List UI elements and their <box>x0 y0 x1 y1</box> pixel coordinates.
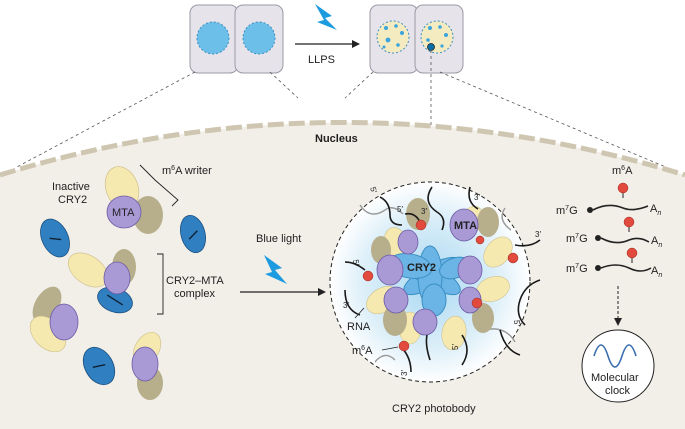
rna-label-leader <box>354 307 365 319</box>
svg-text:3′: 3′ <box>343 301 349 310</box>
svg-text:3′: 3′ <box>535 230 541 239</box>
cry2-mta-complex-middle <box>67 249 136 314</box>
lightning-icon-middle <box>264 255 287 284</box>
zoom-guides <box>14 50 669 185</box>
oscillation-wave-icon <box>593 344 637 368</box>
photobody-strand-ends: 5′ 5′ 3′ 3′ 3′ 5′ 3′ 5′ 5′ 3′ <box>343 186 541 376</box>
svg-text:3′: 3′ <box>421 207 427 216</box>
photobody-m6a-marks <box>362 219 519 352</box>
inactive-cry2-molecules <box>40 214 206 386</box>
svg-text:3′: 3′ <box>400 370 409 376</box>
svg-text:3′: 3′ <box>474 193 480 202</box>
lightning-icon-top <box>315 4 337 30</box>
m6a-label-leader <box>381 346 399 351</box>
right-m6a-label: m6A <box>612 165 633 177</box>
nucleus-title: Nucleus <box>315 133 358 145</box>
svg-text:m7G: m7G <box>556 205 578 217</box>
complex-label: CRY2–MTA complex <box>166 275 226 300</box>
blue-light-label: Blue light <box>256 233 301 245</box>
svg-text:5′: 5′ <box>368 186 379 195</box>
svg-text:m7G: m7G <box>566 233 588 245</box>
svg-text:m7G: m7G <box>566 263 588 275</box>
svg-text:An: An <box>651 265 662 279</box>
mta-writer-lower <box>131 331 163 400</box>
mrna-1: m7G An <box>556 182 661 217</box>
nuclear-envelope <box>0 120 685 178</box>
photobody-mta-subunits <box>376 208 483 336</box>
m6a-writer-bracket <box>139 164 179 207</box>
svg-text:5′: 5′ <box>397 205 403 214</box>
m6a-writer-label: m6A writer <box>162 165 212 177</box>
llps-arrow <box>295 40 360 48</box>
svg-text:An: An <box>651 235 662 249</box>
blue-light-arrow <box>240 288 326 296</box>
mrna-2: m7G An <box>566 216 662 249</box>
cell-pair-after <box>369 4 464 74</box>
svg-text:5′: 5′ <box>351 259 361 267</box>
rna-label: RNA <box>347 321 371 333</box>
svg-text:5′: 5′ <box>451 344 460 350</box>
svg-text:An: An <box>650 203 661 217</box>
mrna-3: m7G An <box>566 247 662 279</box>
clock-label-line1: Molecular <box>591 372 639 384</box>
mta-label-photobody: MTA <box>454 220 477 232</box>
clock-arrow <box>614 286 622 326</box>
photobody-caption: CRY2 photobody <box>392 403 476 415</box>
inactive-cry2-label: Inactive CRY2 <box>52 181 93 206</box>
cry2-mta-complex-lower-left <box>29 286 79 353</box>
cry2-label: CRY2 <box>407 262 436 274</box>
photobody-m6a-label: m6A <box>352 345 373 357</box>
mta-label-left: MTA <box>112 207 135 219</box>
clock-label-line2: clock <box>605 385 631 397</box>
complex-bracket <box>157 253 164 315</box>
svg-text:5′: 5′ <box>512 320 521 326</box>
molecular-clock: Molecular clock <box>581 329 655 403</box>
mta-writer-complex: MTA <box>104 166 163 234</box>
llps-label: LLPS <box>308 54 335 66</box>
cell-pair-before <box>189 4 284 74</box>
